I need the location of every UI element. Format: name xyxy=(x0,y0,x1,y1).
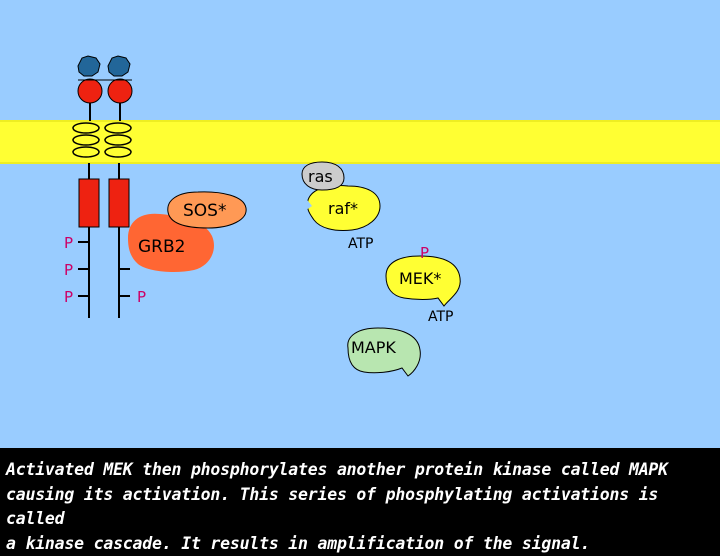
caption-panel: Activated MEK then phosphorylates anothe… xyxy=(0,448,720,540)
phosphate-right-3: P xyxy=(137,288,146,306)
raf-label: raf* xyxy=(328,199,358,218)
receptor-kinase-right xyxy=(109,179,129,227)
mek-phosphate: P xyxy=(420,244,429,262)
diagram-canvas: P P P P SOS* GRB2 ras raf* ATP P MEK* AT… xyxy=(0,0,720,448)
cell-membrane xyxy=(0,121,720,163)
ligand-right xyxy=(108,56,130,76)
sos-label: SOS* xyxy=(183,201,226,221)
receptor-kinase-left xyxy=(79,179,99,227)
receptor-head-right xyxy=(108,79,132,103)
phosphate-left-3: P xyxy=(64,288,73,306)
ras-label: ras xyxy=(308,167,333,186)
grb2-label: GRB2 xyxy=(138,237,185,257)
raf-atp-label: ATP xyxy=(348,236,373,252)
receptor-head-left xyxy=(78,79,102,103)
mek-label: MEK* xyxy=(399,269,441,288)
ligand-left xyxy=(78,56,100,76)
caption-text: Activated MEK then phosphorylates anothe… xyxy=(6,458,718,556)
phosphate-left-1: P xyxy=(64,234,73,252)
mek-atp-label: ATP xyxy=(428,309,453,325)
signaling-diagram: P P P P SOS* GRB2 ras raf* ATP P MEK* AT… xyxy=(0,0,720,448)
mapk-label: MAPK xyxy=(351,338,396,357)
phosphate-left-2: P xyxy=(64,261,73,279)
